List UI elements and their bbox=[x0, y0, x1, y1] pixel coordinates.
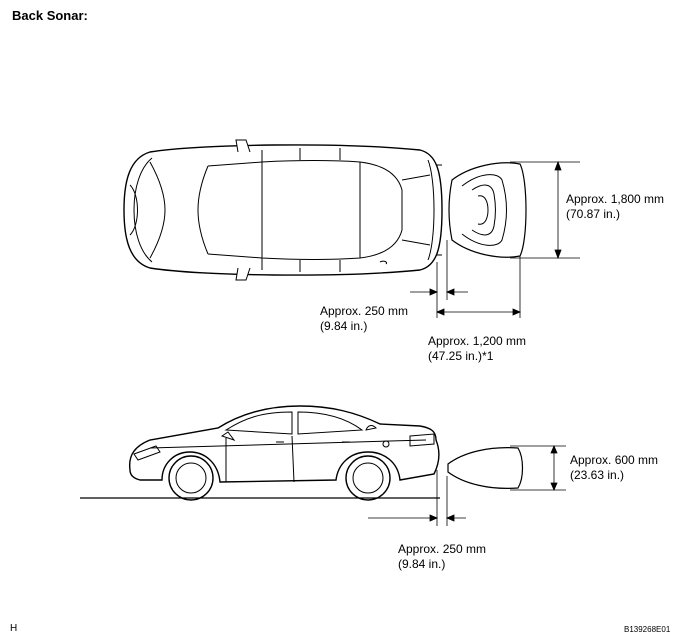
side-gap-label-line1: Approx. 250 mm bbox=[398, 542, 487, 556]
width-label: Approx. 1,800 mm (70.87 in.) bbox=[566, 192, 664, 222]
height-label-line1: Approx. 600 mm bbox=[570, 453, 659, 467]
page-title: Back Sonar: bbox=[12, 8, 88, 23]
sonar-zone-top bbox=[448, 162, 527, 258]
length-label-line1: Approx. 1,200 mm bbox=[428, 334, 527, 348]
width-label-line1: Approx. 1,800 mm bbox=[566, 192, 665, 206]
car-side-view bbox=[80, 405, 440, 501]
height-label: Approx. 600 mm (23.63 in.) bbox=[570, 453, 658, 483]
footer-figure-code: B139268E01 bbox=[624, 625, 671, 634]
footer-left: H bbox=[10, 623, 18, 634]
length-label: Approx. 1,200 mm (47.25 in.)*1 bbox=[428, 334, 526, 364]
dimension-lines-top bbox=[410, 160, 580, 318]
car-top-view bbox=[123, 139, 443, 281]
height-label-line2: (23.63 in.) bbox=[570, 468, 625, 482]
side-gap-label-line2: (9.84 in.) bbox=[398, 557, 446, 571]
top-gap-label-line1: Approx. 250 mm bbox=[320, 304, 409, 318]
width-label-line2: (70.87 in.) bbox=[566, 207, 621, 221]
top-gap-label: Approx. 250 mm (9.84 in.) bbox=[320, 304, 408, 334]
dimension-lines-side bbox=[368, 444, 566, 526]
side-gap-label: Approx. 250 mm (9.84 in.) bbox=[398, 542, 486, 572]
sonar-zone-side bbox=[447, 447, 524, 489]
length-label-line2: (47.25 in.)*1 bbox=[428, 349, 494, 363]
top-gap-label-line2: (9.84 in.) bbox=[320, 319, 368, 333]
